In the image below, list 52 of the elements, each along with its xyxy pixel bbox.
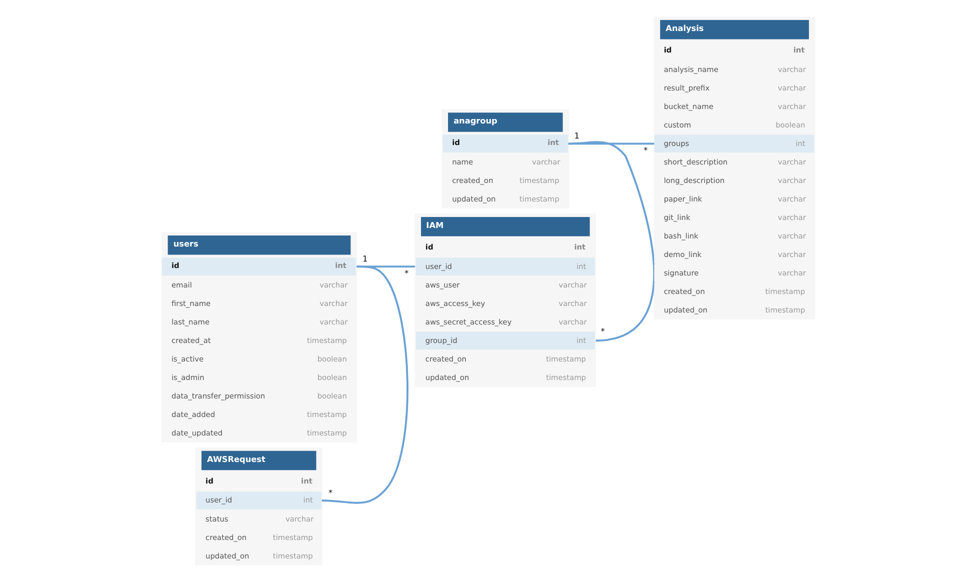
node-box: groups int: [654, 134, 814, 153]
node-box: user_id int: [196, 492, 321, 510]
node-text: date_added timestamp: [171, 410, 346, 419]
node-box: id int: [161, 258, 356, 276]
connector: [568, 141, 654, 342]
node-text: data_transfer_permission boolean: [171, 391, 346, 400]
node-text: id int: [663, 46, 804, 55]
node-label: 1: [574, 130, 579, 141]
node-text: aws_secret_access_key varchar: [424, 317, 586, 326]
node-text: updated_on timestamp: [452, 194, 559, 204]
node-text: created_at timestamp: [171, 336, 346, 345]
node-box: id int: [442, 134, 568, 153]
node-label: *: [404, 268, 408, 278]
node-text: analysis_name varchar: [663, 64, 806, 74]
node-text: is_active boolean: [171, 354, 346, 364]
connector: [356, 266, 415, 268]
node-text: result_prefix varchar: [663, 83, 806, 92]
node-text: aws_user varchar: [424, 280, 586, 290]
node-text: long_description varchar: [663, 176, 806, 185]
node-text: updated_on timestamp: [205, 551, 312, 560]
node-text: first_name varchar: [171, 298, 348, 308]
node-text: is_admin boolean: [171, 372, 346, 382]
node-text: id int: [205, 476, 312, 486]
node-text: custom boolean: [663, 120, 805, 130]
node-text: created_on timestamp: [663, 286, 805, 296]
node-text: created_on timestamp: [205, 532, 312, 542]
node-text: short_description varchar: [663, 157, 806, 166]
node-text: email varchar: [171, 280, 348, 290]
node-label: *: [328, 488, 332, 498]
node-text: demo_link varchar: [663, 250, 806, 259]
connector: [568, 142, 654, 145]
node-text: last_name varchar: [171, 317, 348, 326]
node-text: bash_link varchar: [663, 231, 806, 240]
node-box: group_id int: [415, 332, 594, 350]
node-text: bucket_name varchar: [663, 102, 806, 111]
node-label: 1: [362, 254, 368, 264]
node-text: paper_link varchar: [663, 194, 806, 204]
node-box: user_id int: [415, 258, 594, 276]
connector: [321, 266, 408, 504]
node-text: git_link varchar: [663, 212, 806, 222]
node-text: updated_on timestamp: [424, 372, 586, 382]
node-text: id int: [424, 242, 586, 252]
node-text: date_updated timestamp: [171, 428, 346, 438]
node-text: signature varchar: [663, 268, 806, 278]
node-text: aws_access_key varchar: [424, 298, 586, 308]
node-label: *: [643, 144, 648, 155]
node-text: created_on timestamp: [424, 354, 586, 364]
node-text: status varchar: [205, 514, 314, 524]
node-text: updated_on timestamp: [663, 305, 805, 314]
node-text: created_on timestamp: [452, 176, 559, 185]
node-label: *: [600, 326, 604, 336]
node-text: name varchar: [452, 157, 560, 166]
